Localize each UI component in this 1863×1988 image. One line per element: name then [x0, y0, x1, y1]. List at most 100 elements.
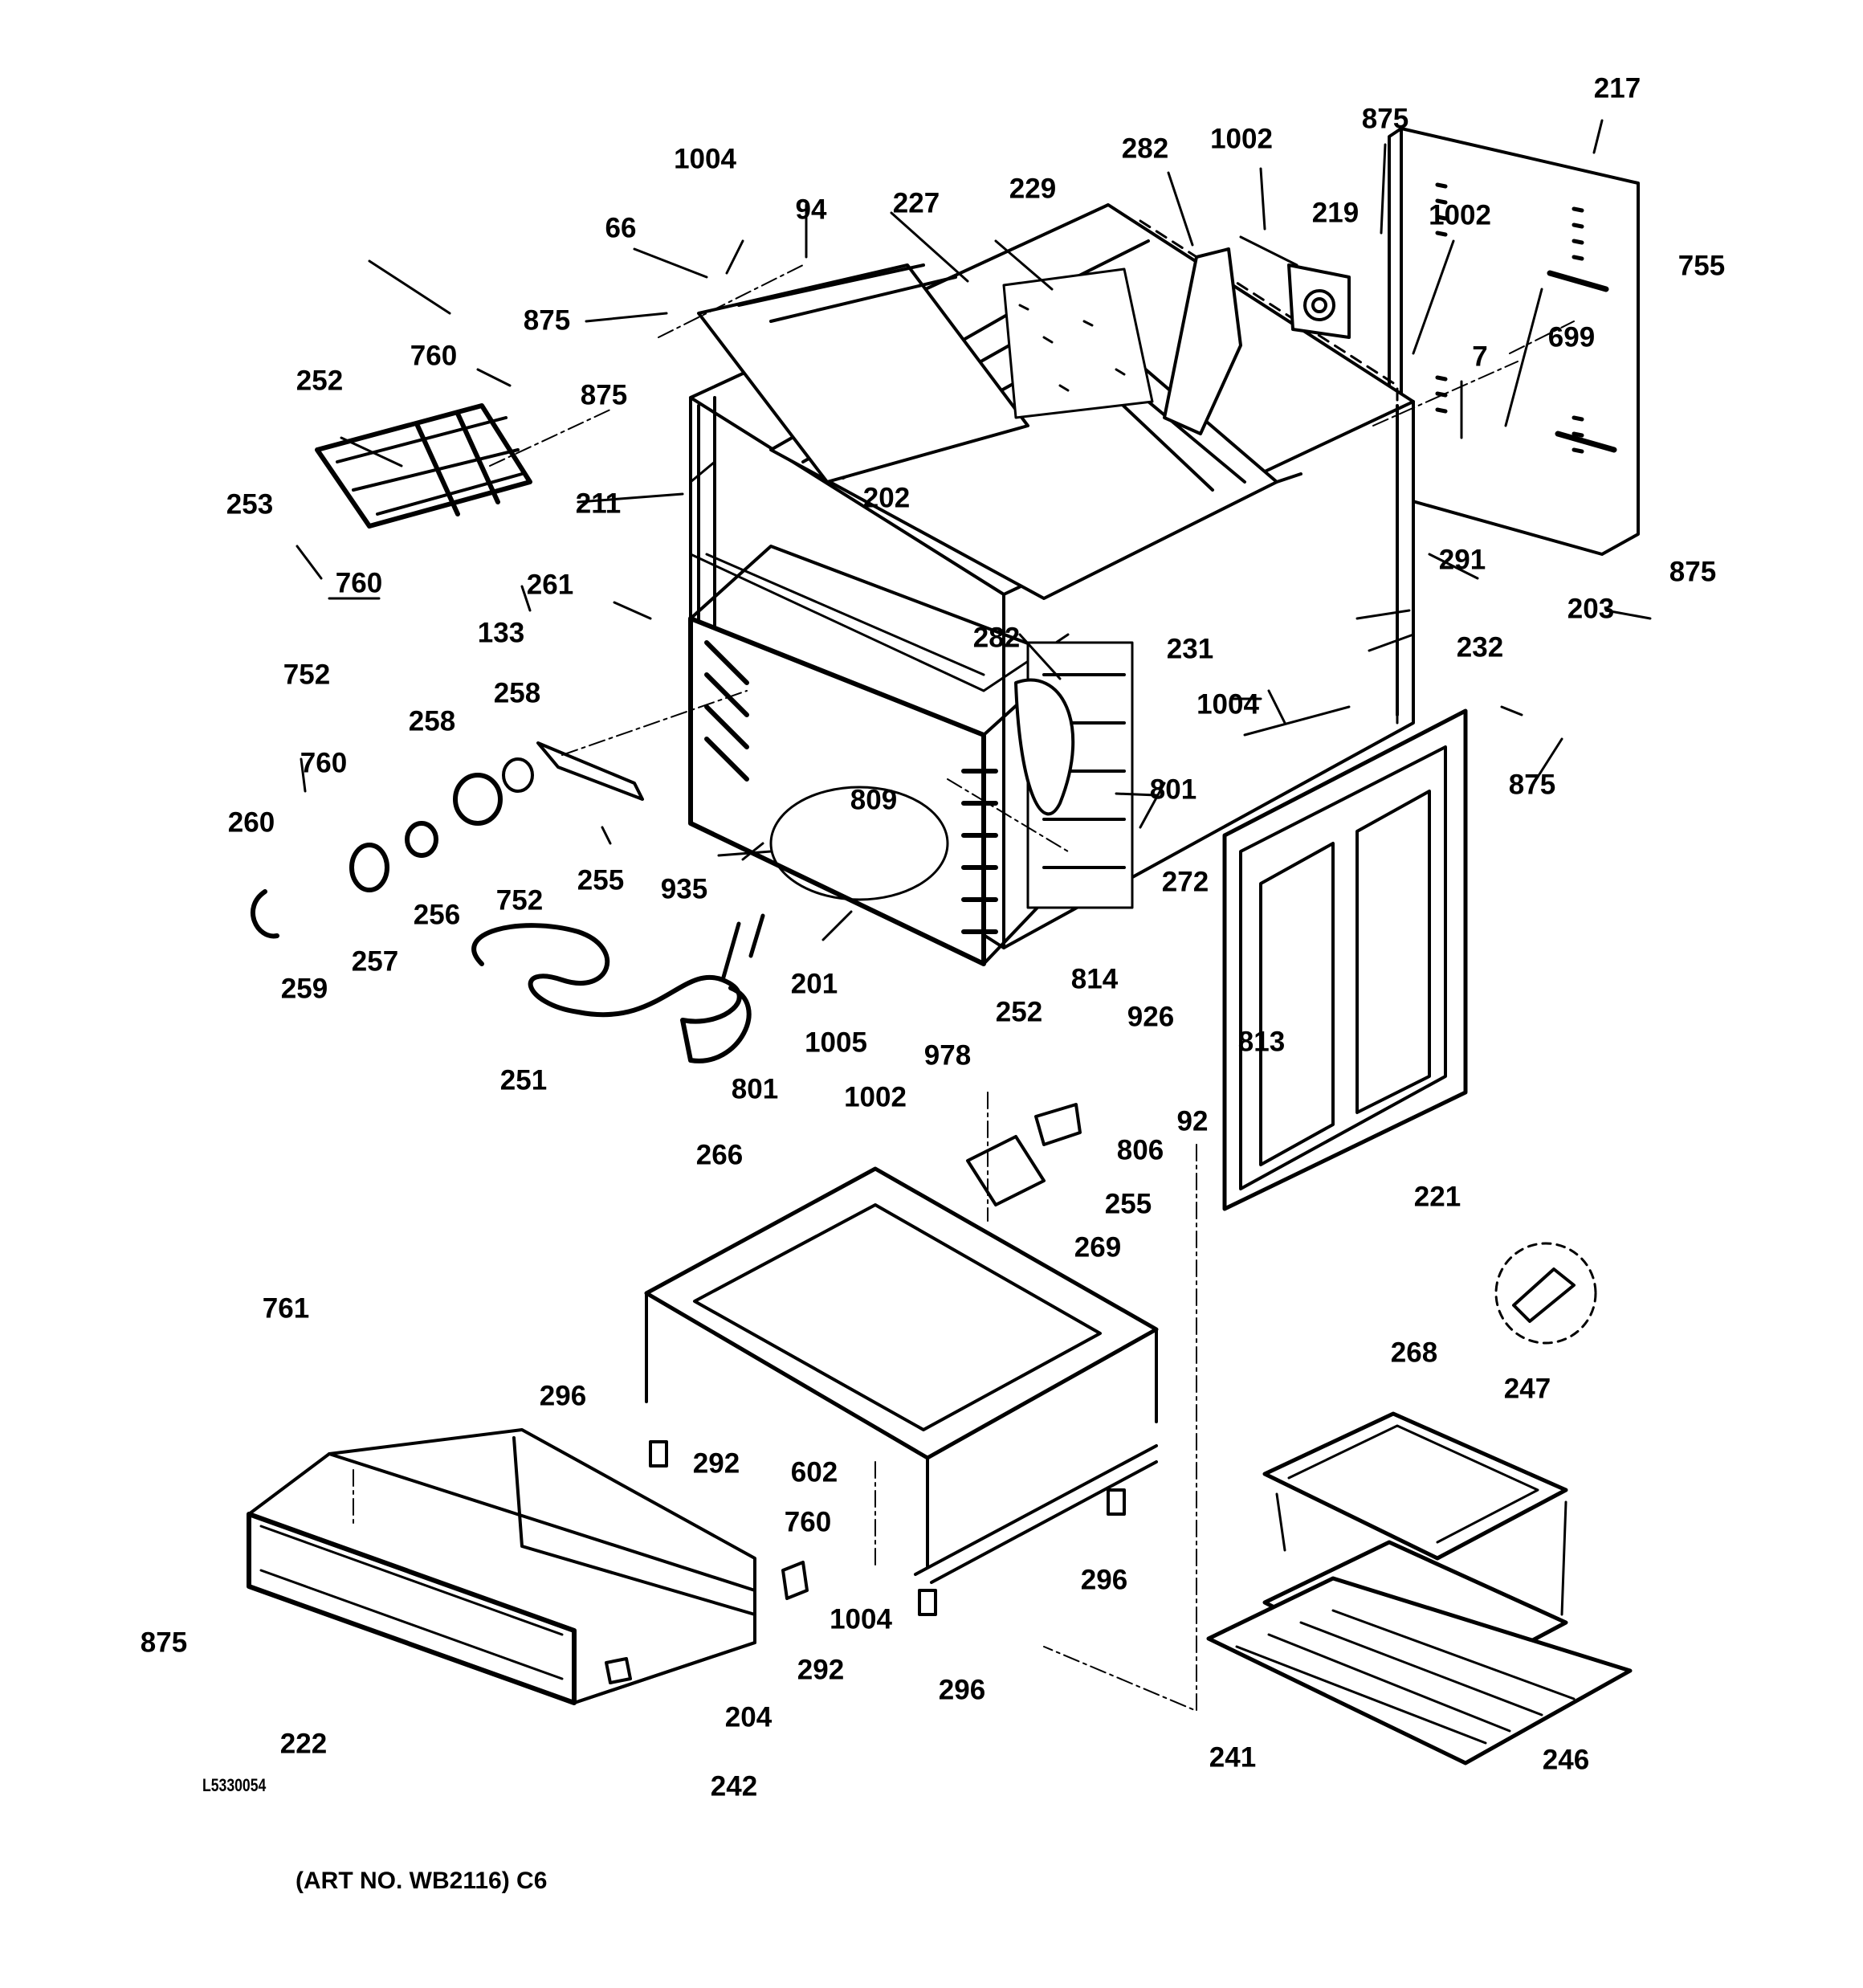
callout-202: 202	[862, 482, 911, 514]
callout-1004: 1004	[674, 143, 736, 175]
callout-1002: 1002	[1429, 199, 1491, 231]
callout-875: 875	[140, 1627, 188, 1659]
callout-296: 296	[938, 1674, 986, 1706]
hinge-bracket	[966, 1103, 1082, 1206]
receptacle-plate	[1287, 263, 1351, 339]
callout-217: 217	[1593, 72, 1641, 104]
callout-296: 296	[1080, 1564, 1128, 1596]
callout-761: 761	[262, 1292, 310, 1325]
callout-211: 211	[575, 488, 622, 520]
leader-lines	[296, 119, 1652, 941]
callout-219: 219	[1311, 197, 1360, 229]
callout-282: 282	[1121, 133, 1169, 165]
callout-261: 261	[526, 569, 574, 601]
callout-92: 92	[1176, 1105, 1209, 1137]
callout-282: 282	[972, 622, 1021, 654]
callout-252: 252	[995, 996, 1043, 1028]
callout-253: 253	[226, 488, 274, 520]
callout-801: 801	[1149, 774, 1197, 806]
callout-978: 978	[923, 1039, 972, 1072]
callout-814: 814	[1070, 963, 1119, 995]
bake-element	[471, 913, 765, 1063]
callout-133: 133	[477, 617, 525, 649]
callout-875: 875	[1669, 556, 1717, 588]
callout-201: 201	[790, 968, 838, 1000]
insulation-blanket	[1002, 267, 1154, 419]
callout-809: 809	[850, 784, 898, 816]
callout-801: 801	[731, 1073, 779, 1105]
callout-935: 935	[660, 873, 708, 905]
reflector-bowl	[536, 741, 644, 801]
callout-760: 760	[410, 340, 458, 372]
alignment-lines	[353, 264, 1575, 1712]
top-mounting-strip	[697, 263, 1029, 484]
oven-cavity-liner	[688, 545, 1070, 966]
callout-259: 259	[280, 973, 328, 1005]
callout-222: 222	[279, 1728, 328, 1760]
callout-255: 255	[577, 864, 625, 896]
side-heater-assembly	[1014, 641, 1134, 909]
callout-258: 258	[408, 705, 456, 737]
storage-drawer	[247, 1428, 756, 1705]
latch-detail	[1494, 1242, 1597, 1345]
callout-1002: 1002	[844, 1081, 907, 1113]
callout-260: 260	[227, 806, 275, 839]
callout-231: 231	[1166, 633, 1214, 665]
callout-242: 242	[710, 1770, 758, 1802]
callout-752: 752	[283, 659, 331, 691]
leveling-legs	[605, 1440, 1126, 1684]
callout-699: 699	[1547, 321, 1596, 353]
callout-256: 256	[413, 899, 461, 931]
callout-221: 221	[1413, 1181, 1461, 1213]
broil-element	[315, 403, 532, 529]
callout-247: 247	[1503, 1373, 1551, 1405]
callout-246: 246	[1542, 1744, 1590, 1776]
callout-875: 875	[1361, 103, 1409, 135]
callout-7: 7	[1472, 341, 1488, 373]
callout-875: 875	[580, 379, 628, 411]
vent-duct	[1163, 247, 1242, 435]
callout-258: 258	[493, 677, 541, 709]
callout-291: 291	[1438, 544, 1486, 576]
callout-1004: 1004	[1196, 688, 1259, 720]
callout-292: 292	[797, 1654, 845, 1686]
oven-rack	[1206, 1576, 1633, 1766]
callout-813: 813	[1237, 1026, 1286, 1058]
callout-752: 752	[495, 884, 544, 916]
callout-266: 266	[695, 1139, 744, 1171]
callout-257: 257	[351, 945, 399, 978]
callout-232: 232	[1456, 631, 1504, 663]
oven-light-assembly	[250, 757, 534, 939]
callout-94: 94	[795, 194, 827, 226]
callout-66: 66	[605, 212, 637, 244]
callout-252: 252	[296, 365, 344, 397]
callout-227: 227	[892, 187, 940, 219]
callout-875: 875	[523, 304, 571, 337]
callout-255: 255	[1104, 1188, 1152, 1220]
callout-760: 760	[300, 747, 348, 779]
callout-806: 806	[1116, 1134, 1164, 1166]
callout-296: 296	[539, 1380, 587, 1412]
art-number: (ART NO. WB2116) C6	[296, 1868, 548, 1894]
callout-760: 760	[784, 1506, 832, 1538]
back-cover-panel	[1388, 127, 1640, 556]
callout-1002: 1002	[1210, 123, 1273, 155]
callout-926: 926	[1127, 1001, 1175, 1033]
callout-272: 272	[1161, 866, 1209, 898]
callout-269: 269	[1074, 1231, 1122, 1263]
callout-229: 229	[1009, 173, 1057, 205]
callout-1005: 1005	[805, 1027, 867, 1059]
callout-204: 204	[724, 1701, 773, 1733]
callout-1004: 1004	[830, 1603, 892, 1635]
callout-251: 251	[499, 1064, 548, 1096]
side-panel	[1222, 708, 1468, 1211]
drawer-support-frame	[644, 1166, 1159, 1584]
callout-755: 755	[1678, 250, 1726, 282]
callout-203: 203	[1567, 593, 1615, 625]
drawing-code: L5330054	[202, 1775, 267, 1795]
callout-292: 292	[692, 1447, 740, 1480]
callout-760: 760	[335, 567, 383, 599]
callout-268: 268	[1390, 1337, 1438, 1369]
